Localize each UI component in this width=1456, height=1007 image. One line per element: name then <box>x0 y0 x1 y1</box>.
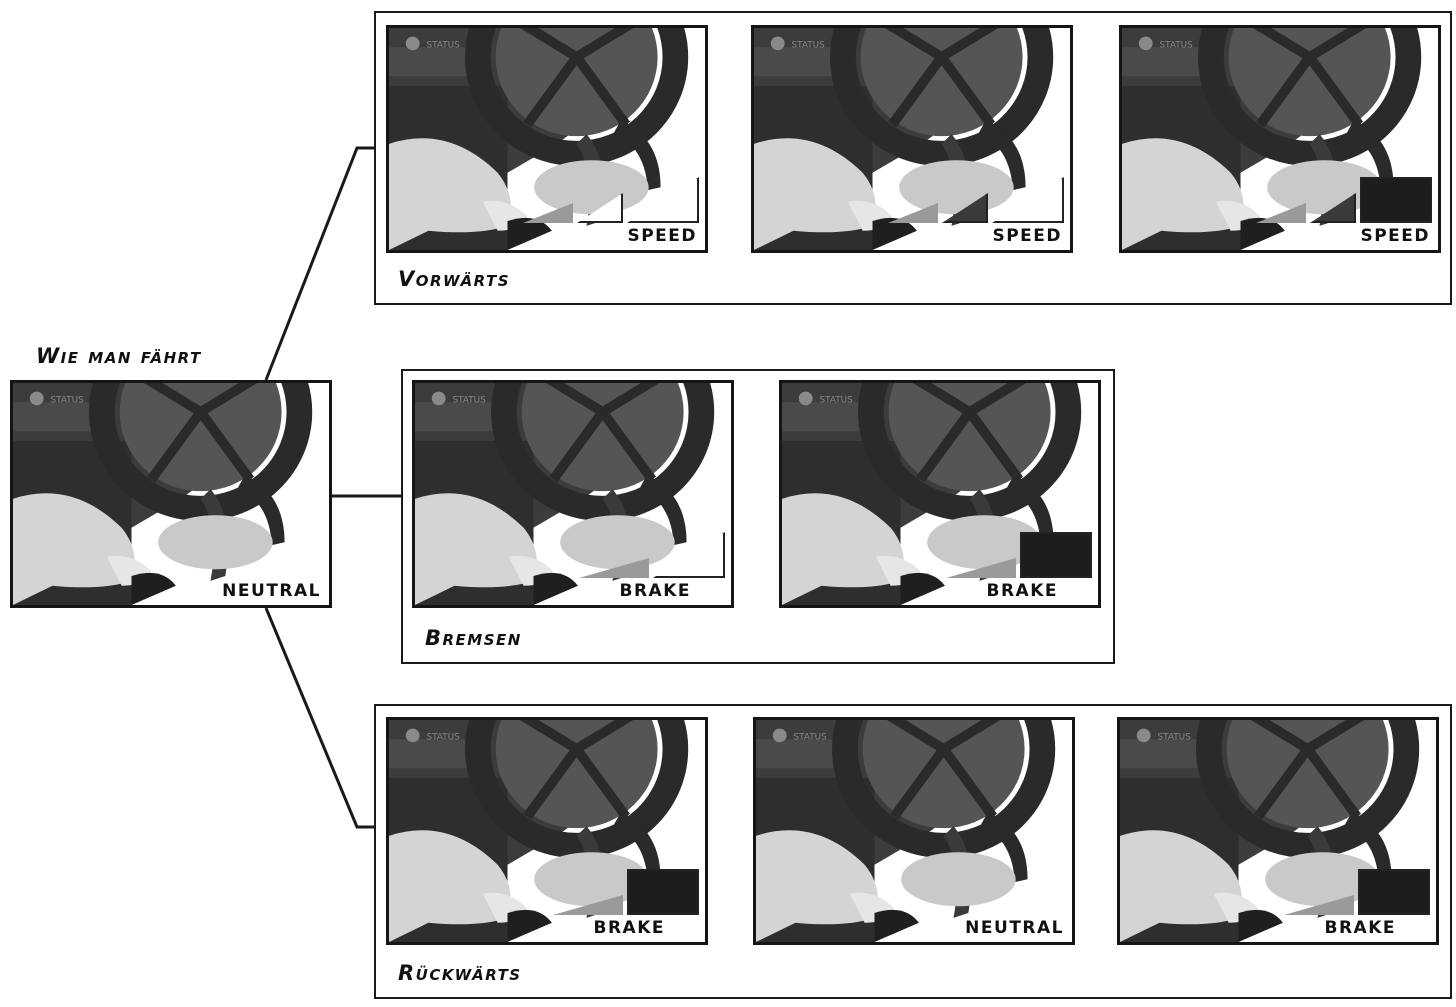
speed-indicator <box>523 177 699 223</box>
main-title: Wie man fährt <box>36 344 202 368</box>
panel-label: BRAKE <box>619 581 691 601</box>
indicator-step-1 <box>553 895 623 915</box>
indicator-step-2 <box>942 193 988 223</box>
trigger-photo <box>756 720 1072 942</box>
reverse-panel-3: BRAKE <box>1117 717 1439 945</box>
forward-panel-2: SPEED <box>751 25 1073 253</box>
connector-to-forward <box>264 146 388 381</box>
brake-indicator <box>1284 869 1430 915</box>
panel-label: BRAKE <box>593 918 665 938</box>
brake-indicator <box>553 869 699 915</box>
brake-panel-2: BRAKE <box>779 380 1101 608</box>
panel-label: NEUTRAL <box>965 918 1064 938</box>
indicator-step-2 <box>577 193 623 223</box>
start-panel-neutral: NEUTRAL <box>10 380 332 608</box>
indicator-step-1 <box>946 558 1016 578</box>
forward-panel-3: SPEED <box>1119 25 1441 253</box>
indicator-step-2 <box>1310 193 1356 223</box>
speed-indicator <box>888 177 1064 223</box>
indicator-step-2 <box>1020 532 1092 578</box>
indicator-step-1 <box>888 203 938 223</box>
indicator-step-3 <box>627 177 699 223</box>
trigger-photo <box>13 383 329 605</box>
brake-indicator <box>946 532 1092 578</box>
indicator-step-1 <box>523 203 573 223</box>
panel-label: BRAKE <box>1324 918 1396 938</box>
indicator-step-2 <box>627 869 699 915</box>
group-brake-label: Bremsen <box>425 626 522 650</box>
panel-label: SPEED <box>992 226 1062 246</box>
reverse-panel-2: NEUTRAL <box>753 717 1075 945</box>
indicator-step-1 <box>1284 895 1354 915</box>
connector-to-reverse <box>264 607 388 829</box>
indicator-step-1 <box>579 558 649 578</box>
panel-label: SPEED <box>627 226 697 246</box>
start-panel-label: NEUTRAL <box>222 581 321 601</box>
indicator-step-3 <box>992 177 1064 223</box>
speed-indicator <box>1256 177 1432 223</box>
brake-indicator <box>579 532 725 578</box>
group-reverse-label: Rückwärts <box>398 961 522 985</box>
forward-panel-1: SPEED <box>386 25 708 253</box>
indicator-step-3 <box>1360 177 1432 223</box>
indicator-step-1 <box>1256 203 1306 223</box>
reverse-panel-1: BRAKE <box>386 717 708 945</box>
brake-panel-1: BRAKE <box>412 380 734 608</box>
group-forward-label: Vorwärts <box>398 267 511 291</box>
indicator-step-2 <box>1358 869 1430 915</box>
indicator-step-2 <box>653 532 725 578</box>
panel-label: SPEED <box>1360 226 1430 246</box>
panel-label: BRAKE <box>986 581 1058 601</box>
